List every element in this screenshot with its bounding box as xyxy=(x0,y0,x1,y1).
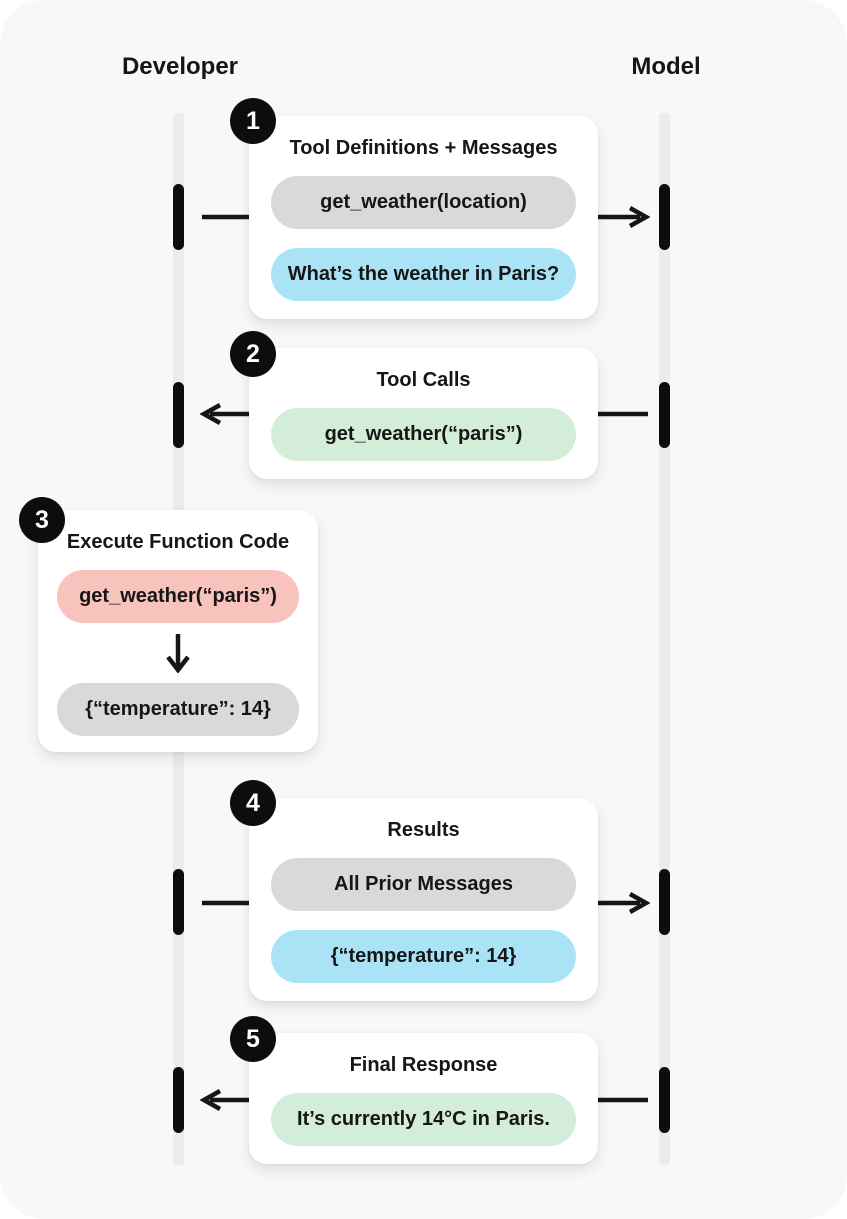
developer-activation-bar-step1 xyxy=(173,184,184,250)
function-result-pill: {“temperature”: 14} xyxy=(57,683,299,736)
tool-definition-pill: get_weather(location) xyxy=(271,176,576,229)
step3-title: Execute Function Code xyxy=(66,531,290,553)
final-response-pill: It’s currently 14°C in Paris. xyxy=(271,1093,576,1146)
step3-card: Execute Function Code get_weather(“paris… xyxy=(38,510,318,752)
step4-card: Results All Prior Messages {“temperature… xyxy=(249,798,598,1001)
step2-title: Tool Calls xyxy=(376,369,471,391)
model-lifeline xyxy=(659,113,670,1165)
model-activation-bar-step2 xyxy=(659,382,670,448)
step5-title: Final Response xyxy=(349,1054,498,1076)
step1-card: Tool Definitions + Messages get_weather(… xyxy=(249,116,598,319)
developer-activation-bar-step5 xyxy=(173,1067,184,1133)
model-activation-bar-step1 xyxy=(659,184,670,250)
down-arrow-icon xyxy=(57,633,299,673)
developer-activation-bar-step4 xyxy=(173,869,184,935)
user-message-pill: What’s the weather in Paris? xyxy=(271,248,576,301)
step3-number-badge: 3 xyxy=(19,497,65,543)
step5-card: Final Response It’s currently 14°C in Pa… xyxy=(249,1033,598,1164)
step2-number-badge: 2 xyxy=(230,331,276,377)
model-activation-bar-step5 xyxy=(659,1067,670,1133)
developer-activation-bar-step2 xyxy=(173,382,184,448)
executed-function-pill: get_weather(“paris”) xyxy=(57,570,299,623)
step1-title: Tool Definitions + Messages xyxy=(289,137,558,159)
step5-number-badge: 5 xyxy=(230,1016,276,1062)
actor-label-developer: Developer xyxy=(121,53,239,80)
prior-messages-pill: All Prior Messages xyxy=(271,858,576,911)
model-activation-bar-step4 xyxy=(659,869,670,935)
step1-number-badge: 1 xyxy=(230,98,276,144)
step2-card: Tool Calls get_weather(“paris”) xyxy=(249,348,598,479)
step4-number-badge: 4 xyxy=(230,780,276,826)
actor-label-model: Model xyxy=(631,53,701,80)
tool-call-pill: get_weather(“paris”) xyxy=(271,408,576,461)
result-message-pill: {“temperature”: 14} xyxy=(271,930,576,983)
step4-title: Results xyxy=(387,819,460,841)
